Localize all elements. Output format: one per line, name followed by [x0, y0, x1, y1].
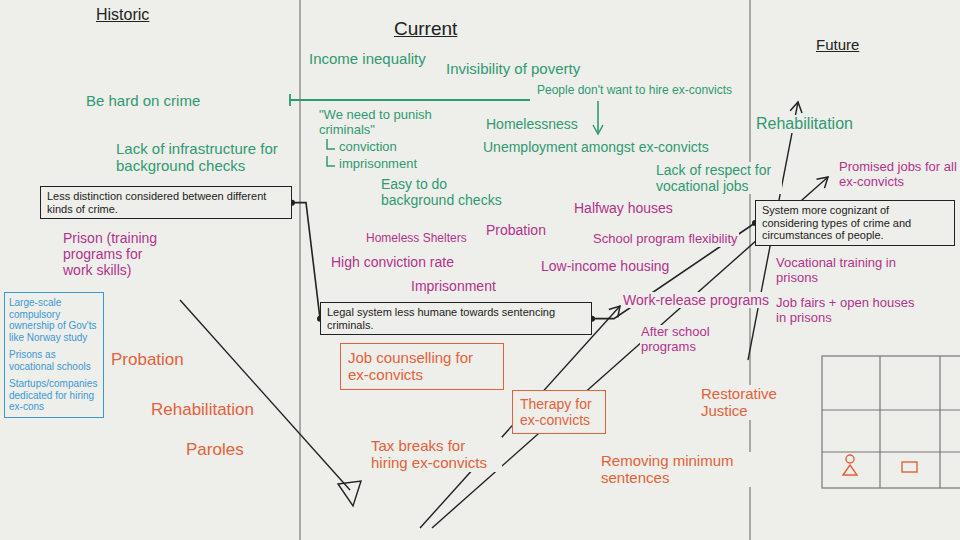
note-text: High conviction rate — [330, 254, 455, 270]
note-text: Promised jobs for all ex-convicts — [838, 160, 960, 190]
grid-frame — [822, 356, 960, 488]
note-text: Lack of infrastructure for background ch… — [115, 140, 287, 175]
note-text: School program flexibility — [592, 232, 739, 247]
idea-box: Therapy for ex-convicts — [512, 390, 606, 434]
note-text: Probation — [485, 222, 547, 238]
box-text: Job counselling for ex-convicts — [348, 349, 496, 384]
column-heading: Current — [393, 18, 458, 40]
idea-box: Job counselling for ex-convicts — [340, 343, 504, 390]
note-box: System more cognizant of considering typ… — [755, 200, 955, 246]
note-text: conviction — [338, 140, 398, 155]
note-text: Homeless Shelters — [365, 232, 468, 246]
note-text: Tax breaks for hiring ex-convicts — [370, 437, 502, 472]
note-box: Legal system less humane towards sentenc… — [320, 302, 592, 335]
box-text: Less distinction considered between diff… — [47, 190, 285, 215]
grid-line — [939, 356, 940, 488]
note-text: Lack of respect for vocational jobs — [655, 162, 782, 194]
note-text: Removing minimum sentences — [600, 452, 752, 487]
note-text: Unemployment amongst ex-convicts — [482, 139, 710, 155]
note-text: Probation — [110, 350, 185, 370]
arrow-head — [338, 481, 361, 506]
note-text: People don't want to hire ex-convicts — [536, 84, 733, 98]
screen-icon — [902, 462, 917, 472]
note-text: Imprisonment — [410, 278, 497, 294]
note-text: Income inequality — [308, 50, 427, 67]
note-text: Paroles — [185, 440, 245, 460]
note-text: Low-income housing — [540, 258, 670, 274]
box-text: Therapy for ex-convicts — [520, 396, 598, 428]
small-arrow — [597, 101, 599, 134]
board-seam — [299, 0, 301, 540]
note-text: Job fairs + open houses in prisons — [775, 296, 927, 326]
note-text: Rehabilitation — [150, 400, 255, 420]
column-heading: Future — [815, 36, 860, 53]
note-text: Restorative Justice — [700, 385, 802, 420]
grid-line — [822, 451, 960, 452]
trend-connector — [292, 203, 320, 319]
box-text: Large-scale compulsory ownership of Gov'… — [9, 297, 99, 343]
box-text: Legal system less humane towards sentenc… — [327, 306, 585, 331]
idea-box: Large-scale compulsory ownership of Gov'… — [4, 292, 104, 418]
sketch-grid — [822, 356, 960, 488]
grid-line — [879, 356, 880, 488]
note-text: Prison (training programs for work skill… — [62, 230, 176, 278]
note-text: Work-release programs — [622, 292, 770, 308]
hook-arrow — [327, 139, 335, 166]
note-text: imprisonment — [338, 157, 418, 172]
box-text: Prisons as vocational schools — [9, 349, 99, 372]
trend-arrow — [420, 306, 620, 528]
note-text: Rehabilitation — [755, 115, 854, 133]
note-text: After school programs — [640, 325, 737, 355]
person-icon — [846, 455, 854, 463]
box-text: Startups/companies dedicated for hiring … — [9, 378, 99, 413]
note-text: Homelessness — [485, 116, 579, 132]
note-text: Easy to do background checks — [380, 176, 512, 208]
note-text: Halfway houses — [573, 200, 674, 216]
note-text: Vocational training in prisons — [775, 256, 912, 286]
bracket-line — [290, 94, 530, 106]
note-text: Invisibility of poverty — [445, 60, 581, 77]
grid-line — [822, 409, 960, 410]
box-text: System more cognizant of considering typ… — [762, 204, 948, 242]
note-text: Be hard on crime — [85, 92, 201, 109]
note-box: Less distinction considered between diff… — [40, 186, 292, 219]
person-icon — [843, 465, 857, 475]
quote-text: "We need to punish criminals" — [318, 108, 470, 138]
column-heading: Historic — [95, 6, 150, 24]
